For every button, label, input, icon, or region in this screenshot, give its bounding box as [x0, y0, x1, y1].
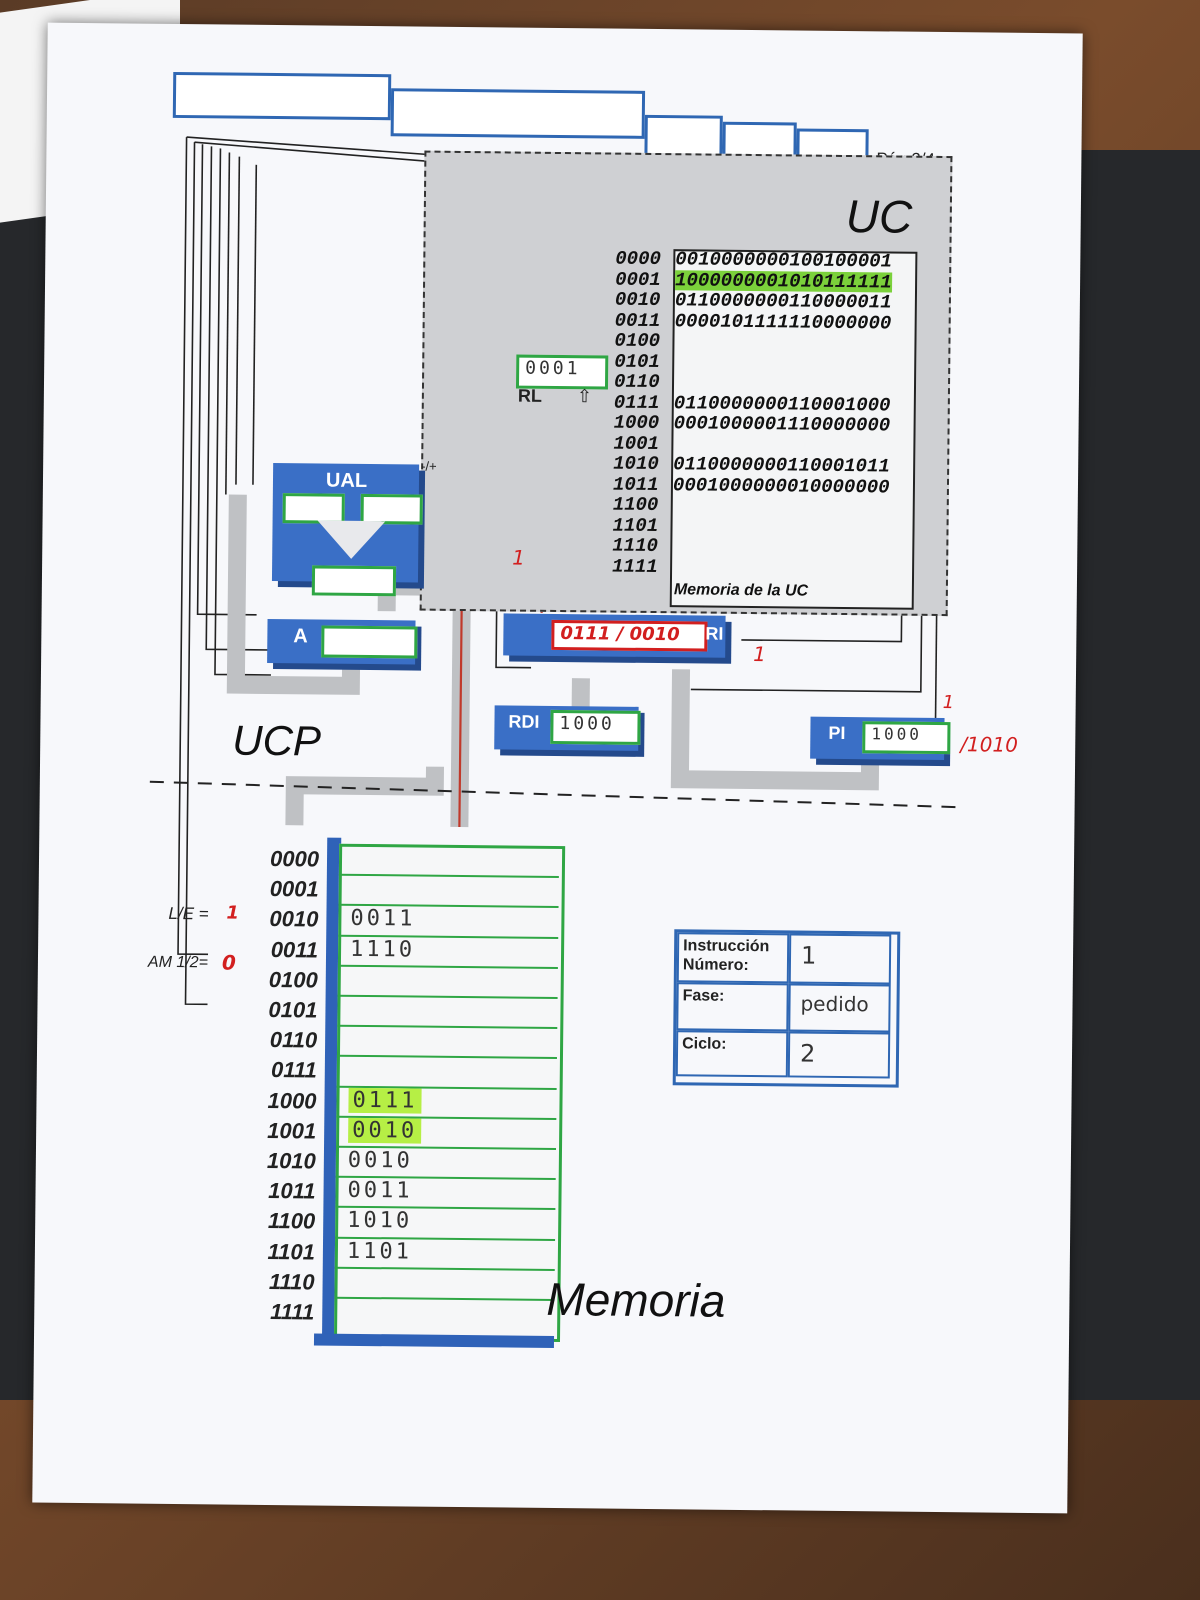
memory-address: 0011 — [270, 936, 319, 963]
fase-value-cell: pedido — [788, 983, 891, 1033]
memory-cell-value: 1110 — [349, 936, 416, 963]
memory-address: 1111 — [270, 1299, 315, 1325]
rdi-label: RDI — [508, 711, 540, 732]
ri-register: 0111 / 0010 — [551, 619, 708, 652]
ciclo-label-cell: Ciclo: — [675, 1030, 789, 1078]
a-register — [321, 625, 418, 659]
memory-address: 1001 — [267, 1117, 317, 1144]
pi-label: PI — [828, 722, 846, 744]
ri-label: RI — [705, 623, 724, 644]
memory-cell-value: 1010 — [347, 1208, 413, 1234]
up-arrow-icon: ⇧ — [576, 386, 593, 407]
uc-address: 1000 — [613, 411, 660, 435]
rl-register: 0001 — [515, 354, 609, 390]
fase-label-cell: Fase: — [676, 982, 789, 1032]
ciclo-value: 2 — [799, 1039, 816, 1068]
rdi-value: 1000 — [559, 713, 615, 735]
ciclo-value-cell: 2 — [787, 1031, 891, 1079]
memory-address: 0010 — [269, 906, 319, 932]
uc-address: 1111 — [612, 555, 658, 578]
memory-cell-value: 0011 — [350, 906, 416, 932]
a-label: A — [293, 625, 308, 648]
uc-address: 0001 — [615, 268, 661, 291]
uc-address: 0100 — [614, 329, 661, 353]
ri-value: 0111 / 0010 — [560, 623, 680, 646]
uc-address: 0110 — [613, 370, 660, 394]
instr-value-cell: 1 — [788, 933, 892, 985]
memory-address: 0001 — [269, 876, 319, 902]
worksheet-page: Pág 2/4 — [32, 22, 1083, 1514]
uc-address: 0010 — [614, 288, 661, 312]
memory-address: 0100 — [268, 966, 318, 993]
wiring — [149, 136, 960, 1006]
uc-address: 0000 — [615, 247, 662, 271]
instr-label: Instrucción Número: — [682, 937, 770, 975]
pi-mark: 1 — [942, 692, 955, 714]
uc-memory-row: 0001000001110000000 — [673, 412, 891, 437]
ri-signal: 1 — [512, 545, 526, 570]
uc-memory-row: 0000101111110000000 — [674, 309, 892, 334]
memory-base — [313, 1333, 555, 1348]
ucp-label: UCP — [232, 716, 322, 765]
rdi-register: 1000 — [550, 709, 641, 745]
uc-address: 1110 — [612, 534, 659, 558]
info-table: Instrucción Número: 1 Fase: pedido Ciclo… — [672, 929, 901, 1088]
pi-register: 1000 — [862, 721, 951, 755]
instr-value: 1 — [800, 941, 817, 970]
ual-output — [311, 565, 397, 597]
memory-address: 1101 — [267, 1238, 316, 1265]
pi-new-value: /1010 — [960, 732, 1019, 757]
uc-address: 1010 — [613, 452, 659, 476]
memory-title: Memoria — [546, 1272, 726, 1327]
uc-address: 1100 — [612, 493, 659, 517]
ciclo-label: Ciclo: — [682, 1035, 727, 1053]
memory-address: 1110 — [268, 1268, 315, 1295]
fase-value: pedido — [800, 991, 869, 1017]
ri-mark: 1 — [753, 642, 767, 667]
pi-value: 1000 — [871, 724, 923, 744]
ual-input-b — [360, 493, 423, 525]
memory-address: 0110 — [269, 1027, 318, 1053]
uc-address: 0111 — [613, 391, 660, 414]
uc-address: 0101 — [614, 350, 660, 373]
instr-label-cell: Instrucción Número: — [676, 932, 790, 984]
am-label: AM 1/2= — [147, 953, 209, 972]
memory-address: 1011 — [268, 1178, 316, 1204]
memory-address: 0101 — [268, 996, 318, 1023]
uc-memory-row: 0001000000010000000 — [672, 473, 890, 498]
ual-funnel — [317, 520, 386, 560]
rl-label: RL — [517, 385, 543, 406]
fase-label: Fase: — [682, 987, 725, 1005]
uc-address: 1001 — [613, 432, 660, 455]
uc-memory-row: 0010000000100100001 — [675, 248, 893, 273]
memory-address: 0111 — [271, 1057, 317, 1083]
memory-address: 1010 — [266, 1147, 317, 1174]
memory-cell-value: 0011 — [347, 1178, 413, 1204]
uc-memory-row: 0110000000110001011 — [673, 453, 890, 478]
memory-cell-value: 0111 — [348, 1087, 422, 1114]
rl-value: 0001 — [525, 357, 581, 380]
le-label: L/E = — [168, 903, 209, 924]
uc-address: 0011 — [614, 309, 661, 332]
memory-address: 1100 — [267, 1208, 316, 1234]
memory-cell-value: 1101 — [346, 1238, 413, 1265]
uc-title: UC — [845, 189, 913, 243]
ual-input-a — [282, 493, 345, 524]
uc-address: 1101 — [612, 514, 659, 537]
memory-cell-value: 0010 — [347, 1147, 413, 1174]
memory-address: 1000 — [267, 1087, 317, 1114]
uc-memory-row: 0110000000110000011 — [674, 289, 892, 314]
memory-address: 0000 — [269, 845, 320, 872]
uc-memory-title: Memoria de la UC — [673, 581, 809, 600]
uc-address: 1011 — [612, 473, 659, 496]
memory-cell-value: 0010 — [348, 1117, 422, 1144]
ual-op-sign: -/+ — [421, 458, 437, 474]
ual-label: UAL — [325, 469, 368, 492]
